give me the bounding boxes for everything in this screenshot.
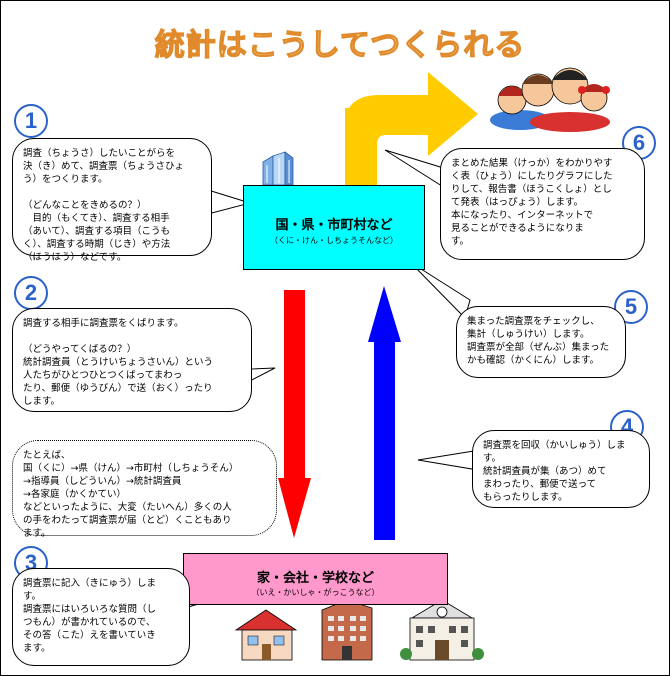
government-reading: （くに・けん・しちょうそんなど） (270, 236, 398, 245)
household-box: 家・会社・学校など （いえ・かいしゃ・がっこうなど） (183, 553, 448, 605)
step-number-2: 2 (14, 276, 48, 310)
step-5-bubble: 集まった調査票をチェックし、 集計（しゅうけい）します。 調査票が全部（ぜんぶ）… (456, 306, 626, 378)
office-building-icon (321, 599, 373, 661)
step-2-bubble: 調査する相手に調査票をくばります。 （どうやってくばるの？） 統計調査員（とうけ… (12, 308, 252, 412)
house-icon (234, 609, 298, 661)
step-number-5: 5 (614, 290, 648, 324)
government-label: 国・県・市町村など (275, 218, 393, 233)
up-arrow (368, 286, 401, 540)
bubble-5-tail (409, 261, 471, 319)
skyscraper-icon (262, 151, 294, 186)
down-arrow (278, 290, 311, 538)
example-bubble: たとえば、 国（くに）→県（けん）→市町村（しちょうそん） →指導員（しどういん… (12, 440, 277, 539)
output-arrow (345, 72, 478, 185)
household-reading: （いえ・かいしゃ・がっこうなど） (251, 588, 380, 597)
bubble-4-tail (417, 449, 481, 471)
government-box: 国・県・市町村など （くに・けん・しちょうそんなど） (243, 185, 425, 270)
household-label: 家・会社・学校など (256, 571, 374, 586)
page-title: 統計はこうしてつくられる (154, 27, 526, 63)
step-6-bubble: まとめた結果（けっか）をわかりやす く表（ひょう）にしたりグラフにした りして、… (440, 148, 645, 260)
step-number-1: 1 (14, 104, 48, 138)
step-3-bubble: 調査票に記入（きにゅう）しま す。 調査票にはいろいろな質問（し つもん）が書か… (12, 568, 190, 666)
step-1-bubble: 調査（ちょうさ）したいことがらを 決（き）めて、調査票（ちょうさひょ う）をつく… (12, 138, 212, 263)
family-icon (490, 67, 610, 132)
school-icon (400, 599, 484, 661)
step-4-bubble: 調査票を回収（かいしゅう）しま す。 統計調査員が集（あつ）めて まわったり、郵… (472, 430, 650, 508)
